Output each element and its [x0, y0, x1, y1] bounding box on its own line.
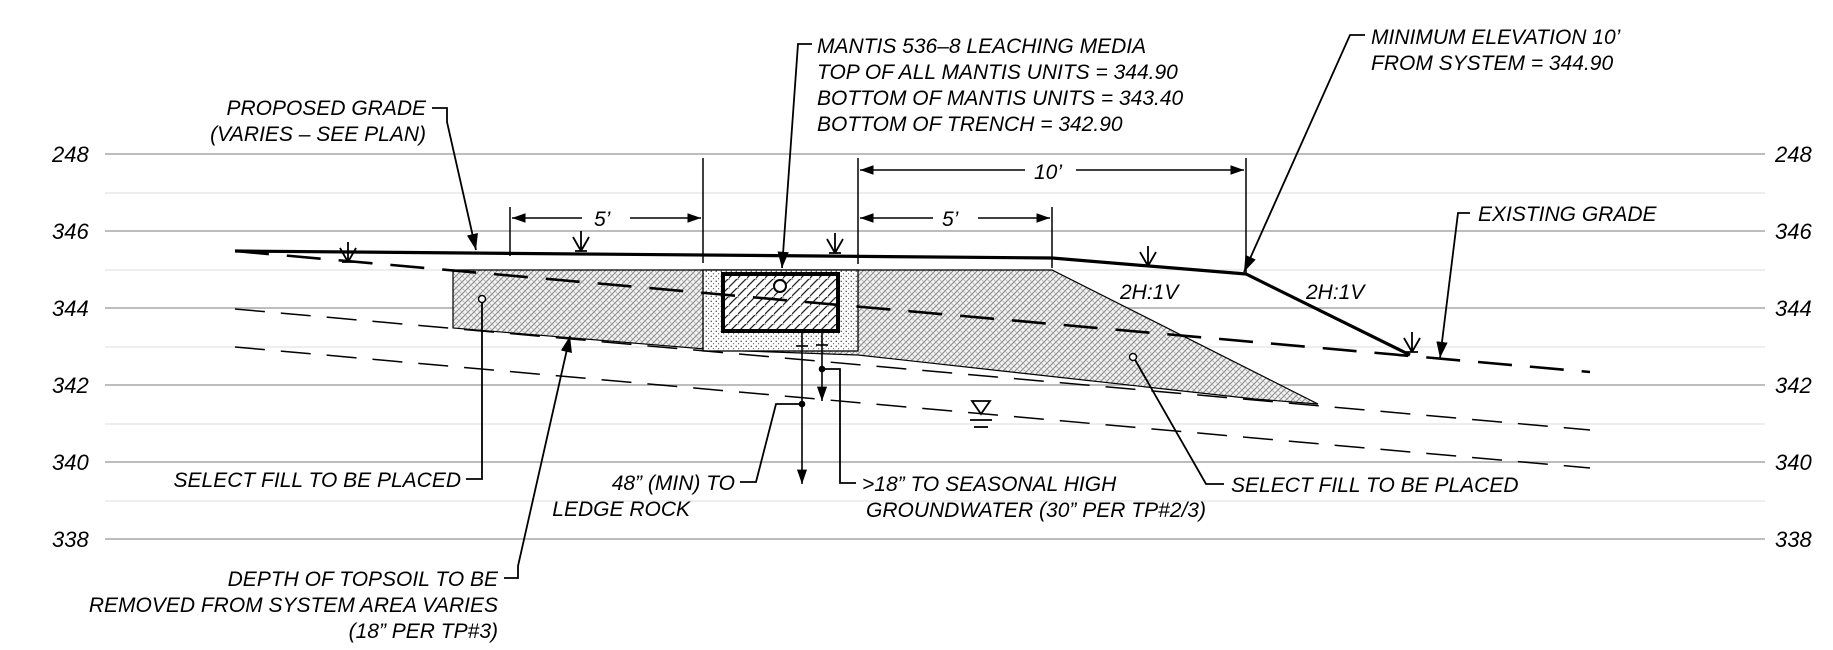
dim-label: 5’	[594, 208, 611, 231]
ledge-rock-label: 48” (MIN) TO	[612, 472, 735, 495]
groundwater-symbol	[970, 400, 992, 428]
min-elevation-label: FROM SYSTEM = 344.90	[1371, 52, 1613, 75]
topsoil-label: REMOVED FROM SYSTEM AREA VARIES	[89, 594, 498, 617]
elev-label: 344	[52, 296, 89, 321]
select-fill-area	[452, 269, 1319, 405]
select-fill-label: SELECT FILL TO BE PLACED	[1231, 474, 1519, 497]
leader-dot	[477, 294, 487, 304]
dimension-5-left: 5’	[512, 208, 701, 231]
elev-label: 340	[1775, 450, 1812, 475]
existing-grade-line	[234, 249, 1591, 374]
elev-label: 340	[52, 450, 89, 475]
dimension-10: 10’	[860, 161, 1244, 184]
topsoil-label: (18” PER TP#3)	[349, 620, 498, 643]
elevation-labels-right: 248 346 344 342 340 338	[1774, 142, 1812, 552]
elev-label: 342	[52, 373, 89, 398]
dim-label: 10’	[1034, 161, 1062, 184]
elev-label: 346	[52, 219, 89, 244]
mantis-label: MANTIS 536–8 LEACHING MEDIA	[817, 35, 1146, 58]
elev-label: 248	[1774, 142, 1812, 167]
topsoil-label: DEPTH OF TOPSOIL TO BE	[228, 568, 499, 591]
distribution-pipe	[773, 279, 787, 293]
slope-label: 2H:1V	[1119, 281, 1180, 304]
existing-grade-label: EXISTING GRADE	[1478, 203, 1658, 226]
min-elevation-label: MINIMUM ELEVATION 10’	[1371, 26, 1621, 49]
ledge-rock-label: LEDGE ROCK	[552, 498, 691, 521]
elev-label: 342	[1775, 373, 1812, 398]
mantis-label: BOTTOM OF TRENCH = 342.90	[817, 113, 1123, 136]
proposed-grade-label: (VARIES – SEE PLAN)	[210, 123, 426, 146]
groundwater-line	[234, 308, 1591, 431]
grass-symbols	[339, 231, 1421, 353]
mantis-label: BOTTOM OF MANTIS UNITS = 343.40	[817, 87, 1184, 110]
select-fill-label: SELECT FILL TO BE PLACED	[174, 469, 462, 492]
dimension-extensions	[509, 158, 1247, 273]
elev-label: 248	[51, 142, 89, 167]
proposed-grade-label: PROPOSED GRADE	[226, 97, 427, 120]
mantis-label: TOP OF ALL MANTIS UNITS = 344.90	[817, 61, 1178, 84]
leader-dot	[1128, 352, 1138, 362]
elevation-labels-left: 248 346 344 342 340 338	[51, 142, 89, 552]
elev-label: 344	[1775, 296, 1812, 321]
elev-label: 346	[1775, 219, 1812, 244]
depth-arrows	[796, 331, 828, 484]
ledge-line	[234, 346, 1591, 469]
dim-label: 5’	[942, 208, 959, 231]
groundwater-label: >18” TO SEASONAL HIGH	[862, 473, 1117, 496]
elev-label: 338	[1775, 527, 1812, 552]
dimension-5-right: 5’	[860, 208, 1050, 231]
elev-label: 338	[52, 527, 89, 552]
groundwater-label: GROUNDWATER (30” PER TP#2/3)	[866, 499, 1206, 522]
slope-label: 2H:1V	[1305, 281, 1366, 304]
leader-lines	[432, 34, 1470, 579]
